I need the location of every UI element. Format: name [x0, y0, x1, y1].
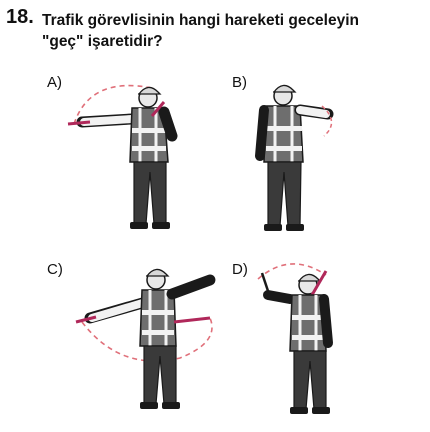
- option-a-figure[interactable]: [60, 72, 200, 237]
- question-number: 18.: [6, 6, 34, 28]
- question-text: Trafik görevlisinin hangi hareketi gecel…: [42, 10, 422, 52]
- option-d-figure[interactable]: [250, 255, 360, 420]
- option-b-label[interactable]: B): [232, 74, 247, 91]
- question-line-1: Trafik görevlisinin hangi hareketi gecel…: [42, 12, 360, 29]
- option-c-figure[interactable]: [70, 262, 220, 417]
- question-line-2: "geç" işaretidir?: [42, 33, 163, 50]
- option-a-label[interactable]: A): [47, 74, 62, 91]
- option-c-label[interactable]: C): [47, 261, 63, 278]
- option-b-figure[interactable]: [250, 76, 350, 236]
- option-d-label[interactable]: D): [232, 261, 248, 278]
